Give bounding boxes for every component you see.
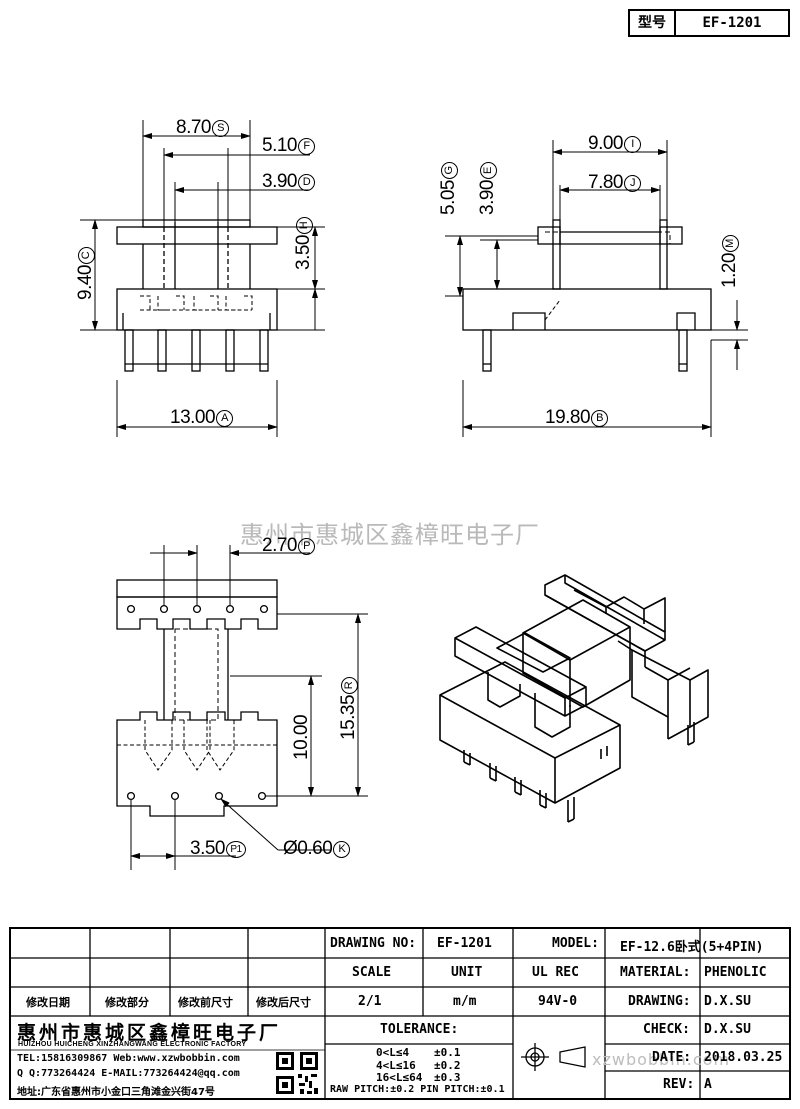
dim-p-value: 2.70 — [262, 535, 297, 556]
company-qq: Q Q:773264424 E-MAIL:773264424@qq.com — [17, 1068, 240, 1079]
dim-h-ref: H — [296, 217, 313, 235]
dim-i-value: 9.00 — [588, 133, 623, 154]
model-header: 型号 EF-1201 — [628, 9, 790, 37]
dim-a-ref: A — [216, 410, 234, 427]
model-label: MODEL: — [552, 936, 599, 951]
dim-e-ref: E — [480, 162, 497, 180]
dim-r: 15.35R — [338, 676, 360, 740]
tol2-value: ±0.2 — [434, 1059, 461, 1072]
dim-c-value: 9.40 — [75, 265, 96, 300]
drawing-no-value: EF-1201 — [437, 936, 492, 951]
dim-a-value: 13.00 — [170, 407, 216, 428]
dim-p1-value: 3.50 — [190, 838, 225, 859]
ul-label: UL REC — [532, 965, 579, 980]
tol3-range: 16<L≤64 — [376, 1071, 423, 1084]
dim-d-ref: D — [297, 174, 315, 191]
dim-i-ref: I — [623, 136, 641, 153]
dim-g-value: 5.05 — [438, 180, 459, 215]
rev-label: REV: — [663, 1077, 695, 1092]
dim-f-ref: F — [297, 138, 315, 155]
dim-e: 3.90E — [477, 162, 499, 215]
drawing-by-value: D.X.SU — [704, 994, 751, 1009]
dim-s-ref: S — [211, 120, 229, 137]
drawing-by-label: DRAWING: — [628, 994, 691, 1009]
dim-j-ref: J — [623, 175, 641, 192]
dim-p-ref: P — [297, 538, 315, 555]
unit-label: UNIT — [451, 965, 483, 980]
tolerance-label: TOLERANCE: — [380, 1022, 459, 1037]
model-header-value: EF-1201 — [702, 15, 762, 31]
rev-value: A — [704, 1077, 712, 1092]
qr-code — [276, 1052, 318, 1094]
ul-value: 94V-0 — [538, 994, 578, 1009]
material-value: PHENOLIC — [704, 965, 767, 980]
tol2-range: 4<L≤16 — [376, 1059, 416, 1072]
company-address: 地址:广东省惠州市小金口三角滩金兴街47号 — [17, 1087, 215, 1098]
scale-label: SCALE — [352, 965, 392, 980]
pitch-tolerance: RAW PITCH:±0.2 PIN PITCH:±0.1 — [330, 1084, 505, 1095]
model-value: EF-12.6卧式(5+4PIN) — [620, 940, 764, 955]
check-value: D.X.SU — [704, 1022, 751, 1037]
dim-m: 1.20M — [719, 235, 741, 288]
dim-g: 5.05G — [438, 162, 460, 215]
tol1-value: ±0.1 — [434, 1046, 461, 1059]
rev-header-part: 修改部分 — [105, 996, 149, 1009]
company-tel: TEL:15816309867 Web:www.xzwbobbin.com — [17, 1053, 240, 1064]
dim-t: 10.00 — [291, 715, 313, 760]
dim-t-value: 10.00 — [291, 714, 312, 760]
front-view — [80, 120, 325, 437]
rev-header-after: 修改后尺寸 — [256, 996, 311, 1009]
date-label: DATE: — [652, 1050, 692, 1065]
isometric-view — [439, 574, 709, 823]
dim-c: 9.40C — [75, 247, 97, 300]
date-value: 2018.03.25 — [704, 1050, 783, 1065]
rev-header-before: 修改前尺寸 — [178, 996, 233, 1009]
title-block-frame — [9, 927, 791, 1100]
tol1-range: 0<L≤4 — [376, 1046, 410, 1059]
dim-k-value: Ø0.60 — [283, 838, 333, 859]
company-name-en: HUIZHOU HUICHENG XINZHANGWANG ELECTRONIC… — [18, 1041, 247, 1048]
dim-e-value: 3.90 — [477, 180, 498, 215]
dim-k-ref: K — [333, 841, 351, 858]
unit-value: m/m — [453, 994, 477, 1009]
dim-r-value: 15.35 — [338, 694, 359, 740]
check-label: CHECK: — [643, 1022, 690, 1037]
watermark-url: xzwbobbin.com — [592, 1050, 731, 1069]
dim-h: 3.50H — [293, 217, 315, 270]
tol3-value: ±0.3 — [434, 1071, 461, 1084]
material-label: MATERIAL: — [620, 965, 691, 980]
scale-value: 2/1 — [358, 994, 382, 1009]
dim-m-value: 1.20 — [719, 253, 740, 288]
company-name: 惠州市惠城区鑫樟旺电子厂 — [17, 1022, 282, 1044]
side-view — [445, 140, 748, 437]
dim-s-value: 8.70 — [176, 117, 211, 138]
dim-j-value: 7.80 — [588, 172, 623, 193]
dim-m-ref: M — [722, 235, 739, 253]
dim-b-ref: B — [591, 410, 609, 427]
bottom-view — [116, 545, 368, 870]
dim-h-value: 3.50 — [293, 235, 314, 270]
drawing-no-label: DRAWING NO: — [330, 936, 417, 951]
dim-f-value: 5.10 — [262, 135, 297, 156]
model-header-label: 型号 — [630, 11, 676, 35]
dim-b-value: 19.80 — [545, 407, 591, 428]
dim-c-ref: C — [78, 247, 95, 265]
dim-p1-ref: P1 — [225, 841, 246, 858]
rev-header-date: 修改日期 — [26, 996, 70, 1009]
watermark: 惠州市惠城区鑫樟旺电子厂 — [240, 521, 540, 549]
dim-d-value: 3.90 — [262, 171, 297, 192]
dim-g-ref: G — [441, 162, 458, 180]
dim-r-ref: R — [341, 676, 358, 694]
